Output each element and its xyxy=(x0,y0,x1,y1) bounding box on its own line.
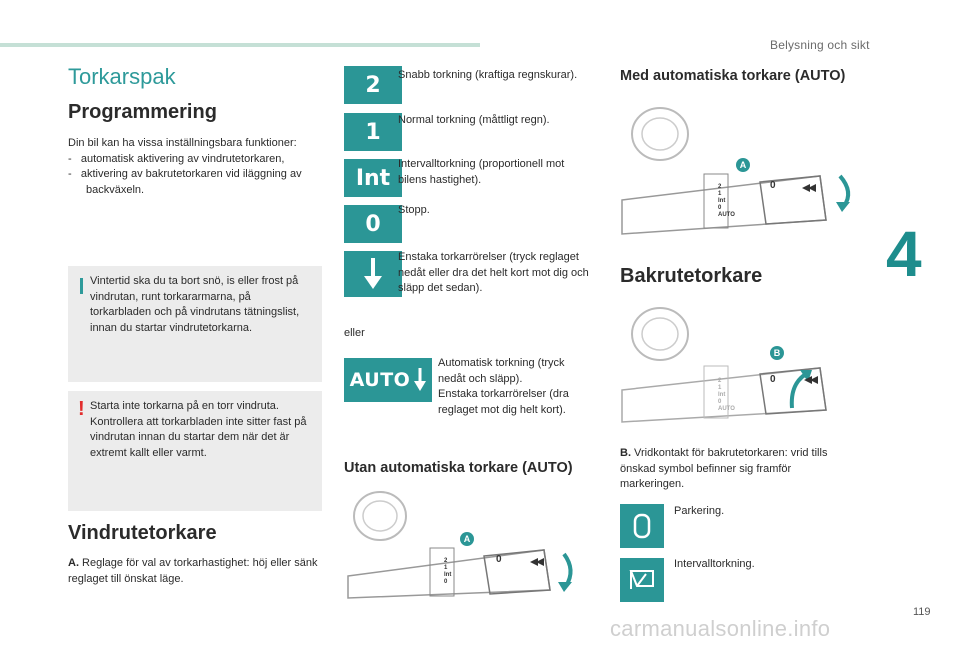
auto-mode-line2: Enstaka torkarrörelser (dra reglaget mot… xyxy=(438,388,569,416)
callout-a-badge: A xyxy=(460,532,474,546)
lever-mark: 1 xyxy=(718,385,722,391)
lever-illustration-auto: A 2 1 Int 0 AUTO 0 xyxy=(620,100,860,240)
programming-list: - automatisk aktivering av vindrutetorka… xyxy=(68,152,324,199)
rear-intermittent-icon xyxy=(629,570,654,589)
parking-icon xyxy=(633,513,651,539)
rear-wiper-text: B. Vridkontakt för bakrutetorkaren: vrid… xyxy=(620,446,838,493)
section-label: Belysning och sikt xyxy=(770,38,870,52)
page-title: Torkarspak xyxy=(68,64,176,89)
down-arrow-icon xyxy=(364,258,382,289)
auto-label: AUTO xyxy=(349,369,411,391)
chapter-number: 4 xyxy=(886,218,922,290)
with-auto-heading: Med automatiska torkare (AUTO) xyxy=(620,68,846,84)
lever-illustration-rear: B 2 1 Int 0 AUTO 0 xyxy=(620,300,860,428)
ring-zero-mark: 0 xyxy=(770,180,776,191)
front-wiper-description: Reglage för val av torkarhastighet: höj … xyxy=(68,557,318,585)
list-item: - automatisk aktivering av vindrutetorka… xyxy=(68,152,285,165)
wiper-lever-drawing xyxy=(621,307,827,423)
lever-mark: 2 xyxy=(718,378,722,384)
mode-text-stop: Stopp. xyxy=(398,204,430,216)
warning-icon: ! xyxy=(78,398,85,420)
lever-marks: 2 1 Int 0 xyxy=(444,558,451,586)
lever-mark: 2 xyxy=(444,558,448,564)
rear-mode-text-parking: Parkering. xyxy=(674,505,725,517)
wiper-lever-drawing xyxy=(347,491,573,599)
lever-illustration-manual: A 2 1 Int 0 0 xyxy=(344,486,584,602)
lever-mark: 0 xyxy=(718,205,722,211)
lever-mark: Int xyxy=(718,198,726,204)
header-bar xyxy=(0,43,480,47)
mode-tile-single xyxy=(344,251,402,297)
mode-text-normal: Normal torkning (måttligt regn). xyxy=(398,114,550,126)
info-note-box: Vintertid ska du ta bort snö, is eller f… xyxy=(68,266,322,382)
warning-note-text: Starta inte torkarna på en torr vindruta… xyxy=(90,400,307,459)
info-note-text: Vintertid ska du ta bort snö, is eller f… xyxy=(90,275,300,334)
list-item: - aktivering av bakrutetorkaren vid iläg… xyxy=(68,168,302,196)
lever-mark: AUTO xyxy=(718,212,735,218)
rear-mode-tile-intermittent xyxy=(620,558,664,602)
callout-b-badge: B xyxy=(770,346,784,360)
mode-tile-auto: AUTO xyxy=(344,358,432,402)
mode-tile-fast: 2 xyxy=(344,66,402,104)
mode-text-fast: Snabb torkning (kraftiga regnskurar). xyxy=(398,69,578,81)
front-wiper-heading: Vindrutetorkare xyxy=(68,522,217,544)
lever-mark: AUTO xyxy=(718,406,735,412)
mode-tile-stop: 0 xyxy=(344,205,402,243)
ring-zero-mark: 0 xyxy=(770,374,776,385)
rear-wiper-description: Vridkontakt för bakrutetorkaren: vrid ti… xyxy=(620,447,828,490)
rear-mode-tile-parking xyxy=(620,504,664,548)
lever-mark: 2 xyxy=(718,184,722,190)
watermark: carmanualsonline.info xyxy=(610,616,831,641)
lever-mark: Int xyxy=(444,572,452,578)
mode-tile-normal: 1 xyxy=(344,113,402,151)
rear-wiper-heading: Bakrutetorkare xyxy=(620,265,763,287)
auto-mode-text: Automatisk torkning (tryck nedåt och slä… xyxy=(438,356,588,418)
front-wiper-text: A. Reglage för val av torkarhastighet: h… xyxy=(68,556,322,587)
rear-mode-text-intermittent: Intervalltorkning. xyxy=(674,558,755,570)
rear-wiper-label: B. xyxy=(620,447,631,459)
programming-intro: Din bil kan ha vissa inställningsbara fu… xyxy=(68,137,297,149)
lever-mark: 1 xyxy=(718,191,722,197)
info-icon xyxy=(80,278,83,294)
warning-note-box: ! Starta inte torkarna på en torr vindru… xyxy=(68,391,322,511)
lever-marks: 2 1 Int 0 AUTO xyxy=(718,378,735,413)
wiper-lever-drawing xyxy=(621,107,851,235)
lever-mark: 1 xyxy=(444,565,448,571)
mode-text-single: Enstaka torkarrörelser (tryck reglaget n… xyxy=(398,251,589,294)
lever-marks: 2 1 Int 0 AUTO xyxy=(718,184,735,219)
mode-tile-intermittent: Int xyxy=(344,159,402,197)
lever-mark: 0 xyxy=(444,579,448,585)
down-arrow-icon xyxy=(414,368,427,391)
without-auto-heading: Utan automatiska torkare (AUTO) xyxy=(344,460,573,476)
lever-mark: Int xyxy=(718,392,726,398)
callout-a-badge: A xyxy=(736,158,750,172)
page-number: 119 xyxy=(913,606,931,618)
front-wiper-label: A. xyxy=(68,557,79,569)
or-text: eller xyxy=(344,327,365,339)
lever-mark: 0 xyxy=(718,399,722,405)
programming-heading: Programmering xyxy=(68,101,217,123)
programming-section: Din bil kan ha vissa inställningsbara fu… xyxy=(68,136,324,198)
ring-zero-mark: 0 xyxy=(496,554,502,565)
auto-mode-line1: Automatisk torkning (tryck nedåt och slä… xyxy=(438,357,565,385)
mode-text-intermittent: Intervalltorkning (proportionell mot bil… xyxy=(398,158,565,186)
